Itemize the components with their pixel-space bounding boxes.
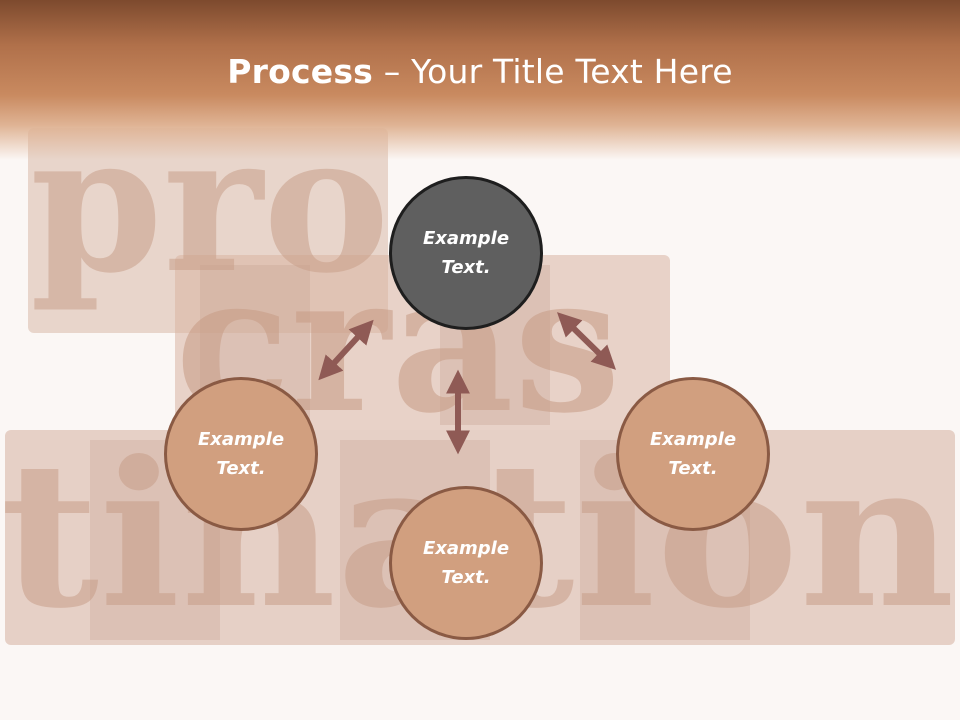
node-right[interactable]: Example Text. [616,377,770,531]
node-top-label: Example Text. [422,228,510,278]
node-right-label: Example Text. [649,429,737,479]
node-bottom-label: Example Text. [422,538,510,588]
node-bottom[interactable]: Example Text. [389,486,543,640]
arrow-top-left [318,319,374,381]
node-left[interactable]: Example Text. [164,377,318,531]
node-top-center[interactable]: Example Text. [389,176,543,330]
title-bold: Process [227,52,374,91]
arrow-top-right [556,312,617,370]
title-rest: – Your Title Text Here [373,52,733,91]
slide-title: Process – Your Title Text Here [0,52,960,91]
node-left-label: Example Text. [197,429,285,479]
title-bar [0,0,960,160]
